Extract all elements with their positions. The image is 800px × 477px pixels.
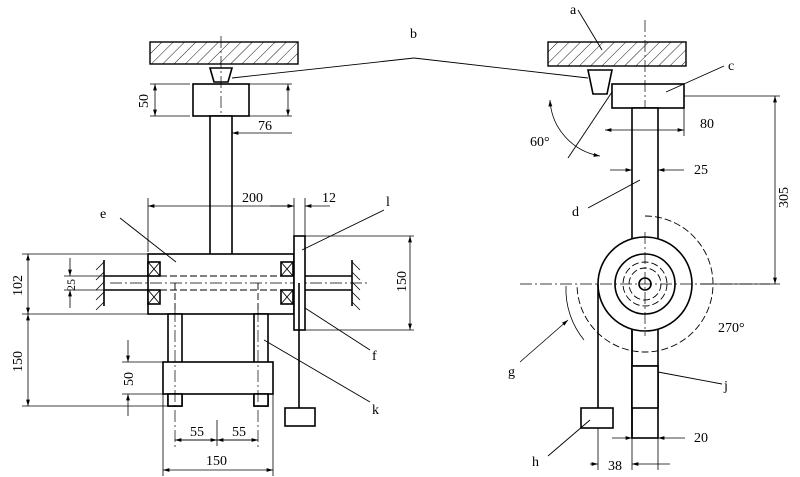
angle-270: 270° [718,321,745,336]
label-k: k [372,403,379,418]
dim-76: 76 [258,119,272,134]
angle-60: 60° [530,135,550,150]
arm-c [611,83,685,109]
dim-25-right: 25 [694,163,708,178]
pivot-right [587,69,613,95]
dim-50-lower: 50 [122,372,137,386]
housing-e [147,253,295,315]
label-f: f [372,349,377,364]
left-view: 50 76 200 12 [11,36,414,476]
dim-25-left: 25 [64,279,78,291]
dim-150-right: 150 [395,271,410,292]
dim-12: 12 [322,191,336,206]
label-j: j [723,379,728,394]
dim-50-top: 50 [137,94,152,108]
dim-55-b: 55 [232,425,246,440]
dim-80: 80 [700,117,714,132]
lower-block-right [631,365,659,409]
ceiling-left [149,41,299,65]
label-b: b [410,27,417,42]
right-view: a c 305 80 [508,3,792,474]
dim-305: 305 [777,187,792,208]
label-l: l [386,195,390,210]
lower-block [162,361,274,395]
weight-h [580,407,614,429]
label-b-group: b [231,27,589,79]
dim-55-a: 55 [190,425,204,440]
weight-left [284,407,316,427]
dim-20: 20 [694,431,708,446]
label-h: h [532,455,539,470]
dim-102: 102 [11,275,26,296]
arc-270 [576,215,714,353]
rod-left [209,115,233,257]
dim-200: 200 [242,191,263,206]
label-d: d [572,205,579,220]
label-a: a [570,3,577,18]
label-e: e [100,207,106,222]
label-g: g [508,365,515,380]
label-c: c [728,59,734,74]
dim-150-left: 150 [11,351,26,372]
dim-38: 38 [608,459,622,474]
ceiling-right [547,41,687,67]
dim-150-bottom: 150 [206,454,227,469]
